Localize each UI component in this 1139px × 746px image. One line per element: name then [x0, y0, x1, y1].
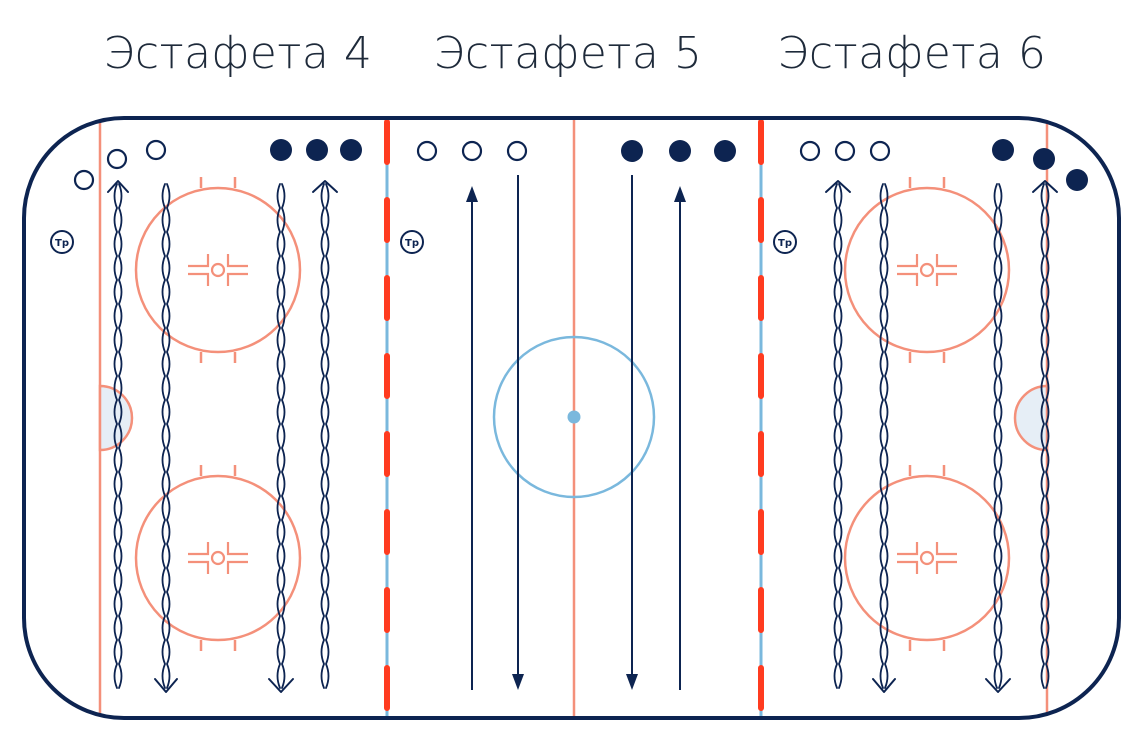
open-circle-icon	[461, 140, 483, 162]
faceoff-bracket	[226, 272, 248, 286]
faceoff-dot	[210, 262, 226, 278]
weave-path-icon	[1040, 183, 1050, 689]
relay-title-4: Эстафета 4	[103, 28, 373, 79]
faceoff-bracket	[897, 560, 919, 574]
faceoff-ring	[843, 474, 1011, 642]
faceoff-circle	[134, 465, 302, 651]
open-circle-icon	[834, 140, 856, 162]
chevron-up-icon	[107, 180, 129, 193]
faceoff-bracket	[897, 272, 919, 286]
faceoff-circles	[134, 177, 1011, 651]
weave-path-icon	[879, 183, 889, 689]
faceoff-bracket	[897, 254, 919, 268]
coach-marker: Тр	[773, 230, 797, 254]
center-faceoff-dot	[567, 410, 581, 424]
weave-path-icon	[276, 183, 286, 689]
weave-path-icon	[833, 183, 843, 689]
filled-circle-icon	[621, 140, 643, 162]
faceoff-circle	[134, 177, 302, 363]
faceoff-bracket	[188, 542, 210, 556]
filled-players	[270, 139, 1088, 191]
faceoff-ring	[843, 186, 1011, 354]
direction-chevrons	[107, 180, 1058, 693]
faceoff-bracket	[188, 560, 210, 574]
coach-icon	[773, 230, 797, 254]
faceoff-bracket	[897, 542, 919, 556]
weave-strand	[879, 183, 889, 689]
chevron-up-icon	[312, 180, 338, 193]
relay-title-6: Эстафета 6	[777, 28, 1047, 79]
open-circle-icon	[506, 140, 528, 162]
weave-strand	[161, 183, 171, 689]
arrow-head-down-icon	[626, 674, 638, 690]
relay-5-arrows	[466, 175, 686, 690]
faceoff-ring	[134, 186, 302, 354]
faceoff-circle	[843, 177, 1011, 363]
faceoff-dot	[919, 262, 935, 278]
faceoff-circle	[843, 465, 1011, 651]
faceoff-dot	[210, 550, 226, 566]
faceoff-dot	[919, 550, 935, 566]
chevron-down-icon	[268, 678, 294, 693]
filled-circle-icon	[669, 140, 691, 162]
weave-path-icon	[113, 183, 123, 689]
arrow-head-up-icon	[674, 186, 686, 202]
filled-circle-icon	[1033, 148, 1055, 170]
faceoff-bracket	[226, 254, 248, 268]
weave-path-icon	[320, 183, 330, 689]
right-goal-crease	[1013, 384, 1049, 452]
coach-label: Тр	[55, 238, 69, 249]
chevron-down-icon	[985, 678, 1011, 693]
coach-marker: Тр	[400, 230, 424, 254]
arrow-head-up-icon	[466, 186, 478, 202]
center-faceoff-circle	[492, 335, 656, 499]
faceoff-bracket	[935, 542, 957, 556]
faceoff-bracket	[226, 560, 248, 574]
filled-circle-icon	[1066, 169, 1088, 191]
filled-circle-icon	[714, 140, 736, 162]
open-circle-icon	[73, 169, 95, 191]
filled-circle-icon	[270, 139, 292, 161]
chevron-down-icon	[154, 678, 178, 693]
coach-icon	[400, 230, 424, 254]
filled-circle-icon	[992, 139, 1014, 161]
open-circle-icon	[416, 140, 438, 162]
open-circle-icon	[106, 148, 128, 170]
faceoff-ring	[134, 474, 302, 642]
weave-strand	[113, 183, 123, 689]
weave-strand	[320, 183, 330, 689]
filled-circle-icon	[306, 139, 328, 161]
weave-path-icon	[161, 183, 171, 689]
rink-boards	[22, 116, 1121, 720]
chevron-up-icon	[825, 180, 851, 193]
coach-label: Тр	[405, 238, 419, 249]
weave-path-icon	[993, 183, 1003, 689]
coach-icon	[50, 230, 74, 254]
chevron-down-icon	[872, 678, 896, 693]
faceoff-bracket	[188, 254, 210, 268]
chevron-up-icon	[1032, 180, 1058, 193]
faceoff-bracket	[935, 254, 957, 268]
weave-paths	[113, 183, 1050, 689]
weave-strand	[1040, 183, 1050, 689]
filled-circle-icon	[340, 139, 362, 161]
faceoff-bracket	[188, 272, 210, 286]
weave-strand	[276, 183, 286, 689]
faceoff-bracket	[226, 542, 248, 556]
coach-label: Тр	[778, 238, 792, 249]
faceoff-bracket	[935, 272, 957, 286]
coach-marker: Тр	[50, 230, 74, 254]
weave-strand	[993, 183, 1003, 689]
relay-title-5: Эстафета 5	[433, 28, 703, 79]
arrow-head-down-icon	[512, 674, 524, 690]
faceoff-bracket	[935, 560, 957, 574]
open-circle-icon	[869, 140, 891, 162]
weave-strand	[833, 183, 843, 689]
open-circle-icon	[799, 140, 821, 162]
open-circle-icon	[145, 139, 167, 161]
open-players	[73, 139, 891, 191]
